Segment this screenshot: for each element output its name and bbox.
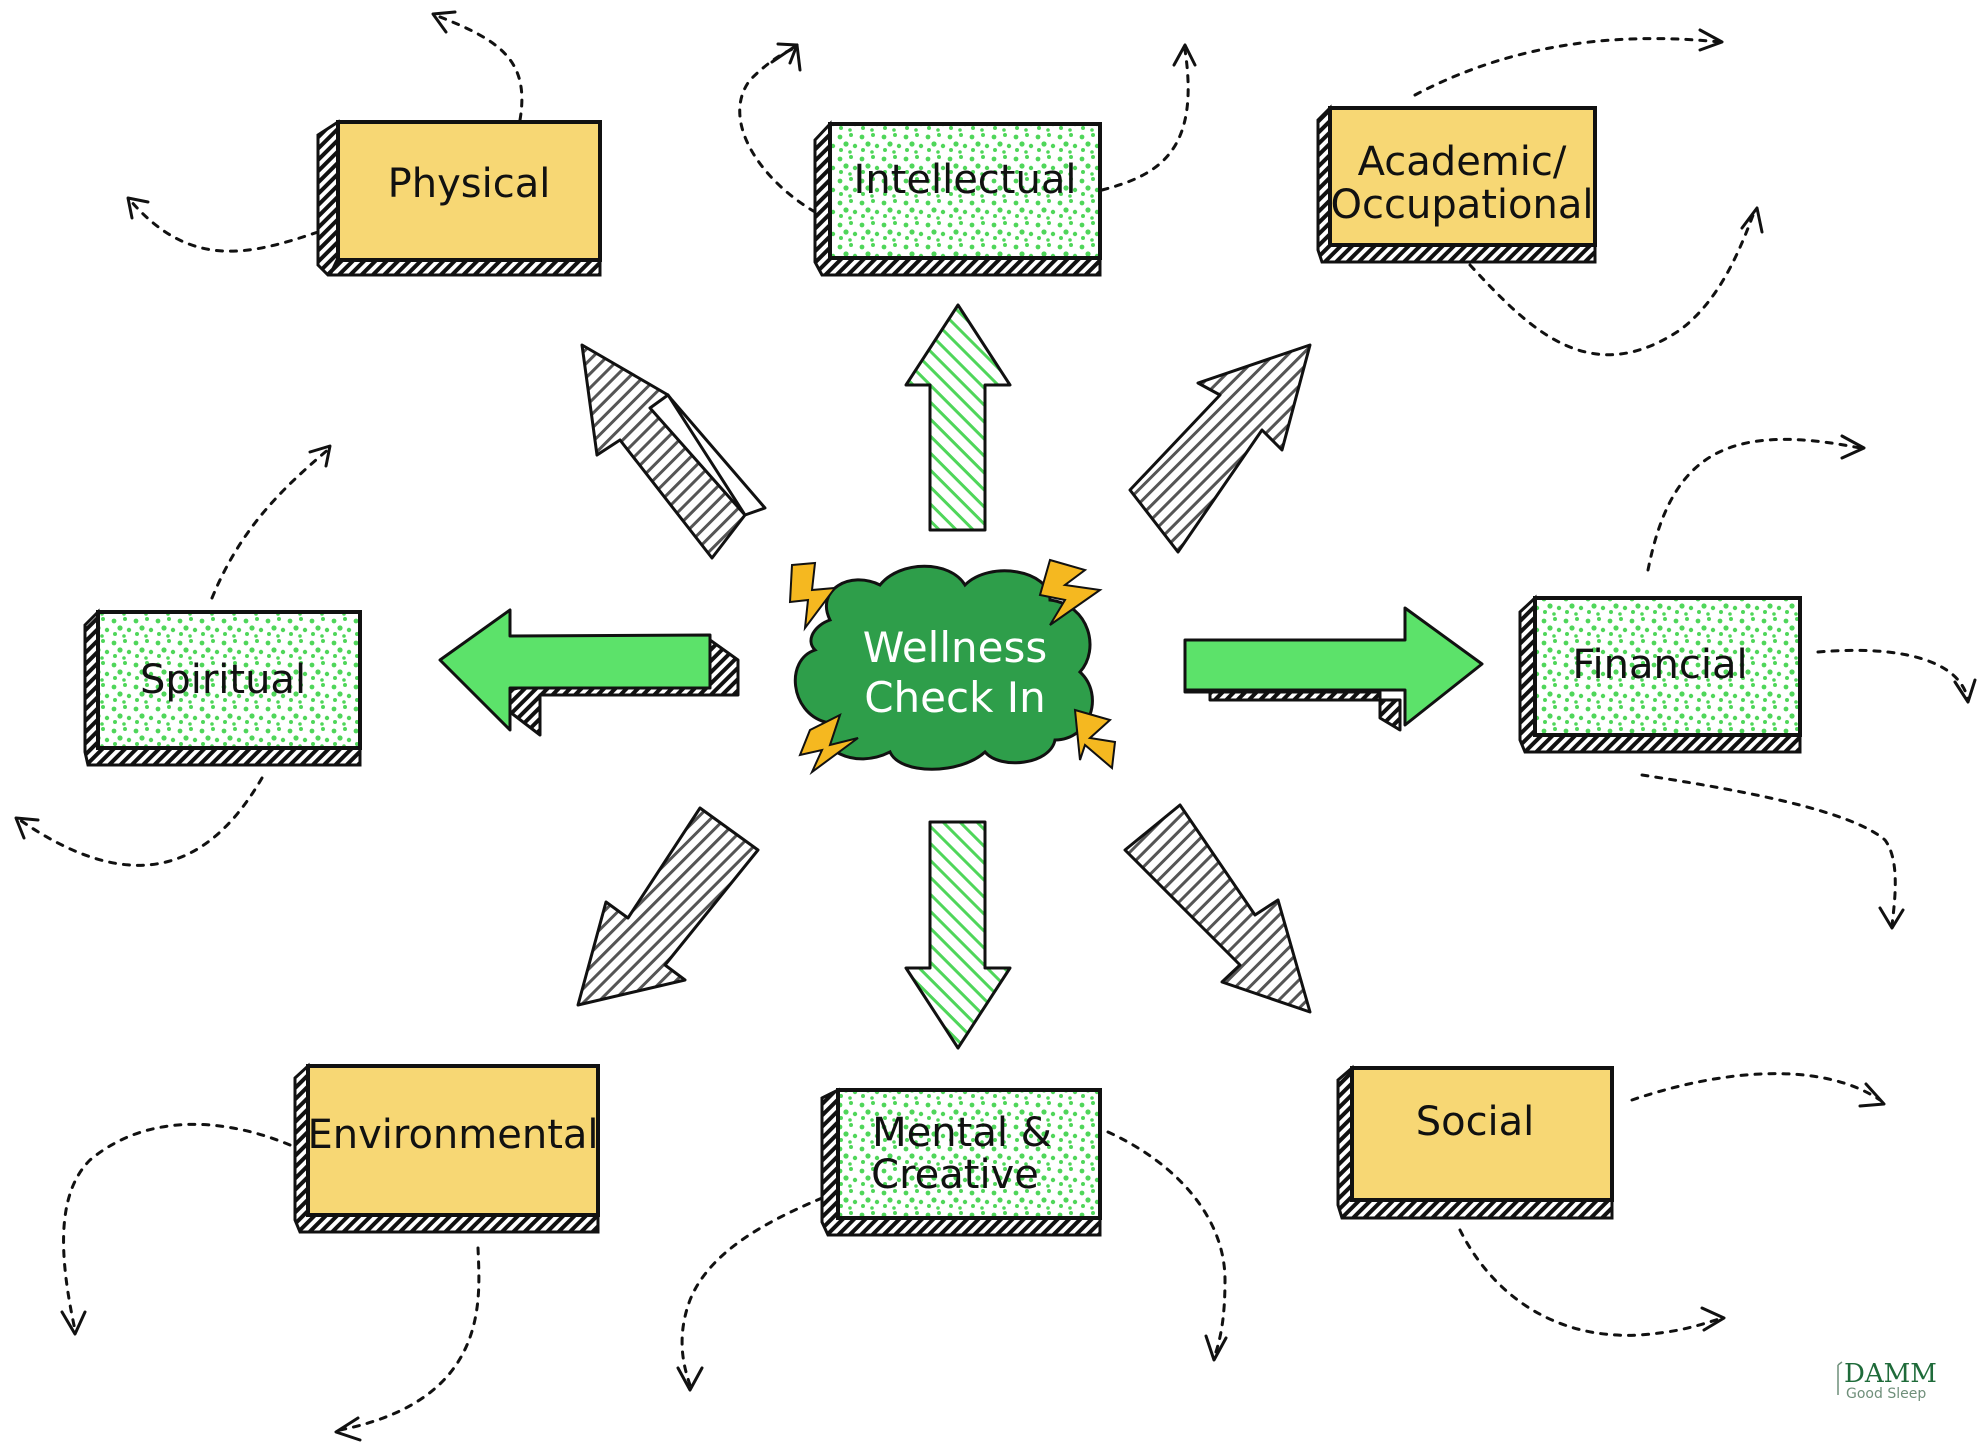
down-left-arrow (576, 806, 760, 1007)
up-left-arrow-shadow (666, 393, 767, 517)
arrowhead-icon (126, 196, 150, 220)
arrowhead-icon (1840, 434, 1866, 460)
box-label: Social (1416, 1099, 1535, 1145)
center-title-line1: Wellness (863, 623, 1047, 672)
arrowhead-icon (431, 10, 457, 34)
dashed-arrow (1646, 437, 1862, 572)
down-right-arrow (1123, 803, 1312, 1014)
box-face (836, 1088, 1102, 1220)
box-label: Intellectual (854, 157, 1077, 203)
cloud-shape (793, 564, 1094, 771)
box-label: Mental & (872, 1110, 1052, 1156)
dashed-connector-group (14, 10, 1977, 1442)
dashed-arrow (338, 1246, 481, 1432)
arrowhead-icon (770, 43, 802, 72)
box-label: Financial (1572, 642, 1747, 688)
arrowhead-icon (14, 816, 40, 840)
down-arrow (904, 820, 1012, 1050)
arrowhead-icon (1700, 1306, 1726, 1332)
box-social: Social (1336, 1064, 1614, 1220)
box-label: Occupational (1331, 182, 1594, 228)
lightning-icon (1038, 558, 1103, 626)
arrow-group (438, 303, 1484, 1050)
dashed-arrow (1100, 48, 1190, 192)
box-face (1533, 596, 1802, 737)
box-face (96, 610, 362, 750)
arrowhead-icon (1953, 678, 1977, 704)
logo-subtext: Good Sleep (1846, 1386, 1926, 1402)
logo-mark-icon (1837, 1361, 1843, 1395)
box-label: Physical (388, 161, 551, 207)
dashed-arrow (210, 446, 332, 600)
box-spiritual: Spiritual (83, 608, 362, 767)
box-label: Creative (871, 1152, 1039, 1198)
right-arrow (1183, 606, 1484, 727)
box-label: Environmental (307, 1112, 598, 1158)
damm-logo: DAMM Good Sleep (1837, 1359, 1937, 1402)
lightning-icon (798, 713, 859, 776)
arrowhead-icon (1698, 28, 1724, 52)
dashed-arrow (62, 1122, 292, 1332)
dashed-arrow (1413, 37, 1722, 97)
arrowhead-icon (1204, 1334, 1228, 1362)
box-face (306, 1064, 600, 1217)
logo-text: DAMM (1844, 1359, 1937, 1389)
lightning-icon (1073, 708, 1117, 770)
box-face (336, 120, 602, 262)
box-mental-creative: Mental & Creative (820, 1087, 1102, 1237)
arrowhead-icon (1740, 206, 1764, 234)
dashed-arrow (680, 1196, 824, 1387)
arrowhead-icon (676, 1366, 704, 1392)
dashed-arrow (1630, 1072, 1882, 1102)
arrowhead-icon (1858, 1082, 1886, 1108)
left-arrow (438, 608, 712, 732)
box-label: Spiritual (140, 657, 306, 703)
box-face (1328, 106, 1597, 247)
center-node: Wellness Check In (788, 558, 1117, 776)
lightning-icon (788, 561, 838, 632)
center-title-line2: Check In (864, 673, 1046, 722)
dashed-arrow (128, 198, 320, 253)
dashed-arrow (1468, 208, 1757, 357)
arrowhead-icon (334, 1416, 362, 1442)
dashed-arrow (1816, 648, 1970, 702)
dashed-arrow (1458, 1228, 1724, 1337)
box-label: Academic/ (1358, 139, 1567, 185)
box-face (828, 122, 1102, 260)
dashed-arrow (18, 776, 264, 867)
up-arrow (904, 303, 1012, 532)
dashed-arrow (1640, 773, 1897, 927)
arrowhead-icon (1878, 906, 1905, 930)
arrowhead-icon (1172, 43, 1197, 67)
dashed-arrow (738, 46, 817, 214)
box-intellectual: Intellectual (813, 120, 1102, 277)
dashed-arrow (1106, 1130, 1227, 1357)
arrowhead-icon (308, 444, 332, 468)
dashed-arrow (433, 13, 524, 122)
arrowhead-icon (60, 1310, 87, 1336)
box-financial: Financial (1518, 594, 1802, 754)
box-environmental: Environmental (293, 1062, 600, 1234)
up-left-arrow (580, 343, 747, 560)
box-face (1350, 1066, 1614, 1202)
up-right-arrow (1128, 343, 1312, 554)
box-academic: Academic/ Occupational (1316, 104, 1597, 264)
box-physical: Physical (316, 119, 602, 277)
